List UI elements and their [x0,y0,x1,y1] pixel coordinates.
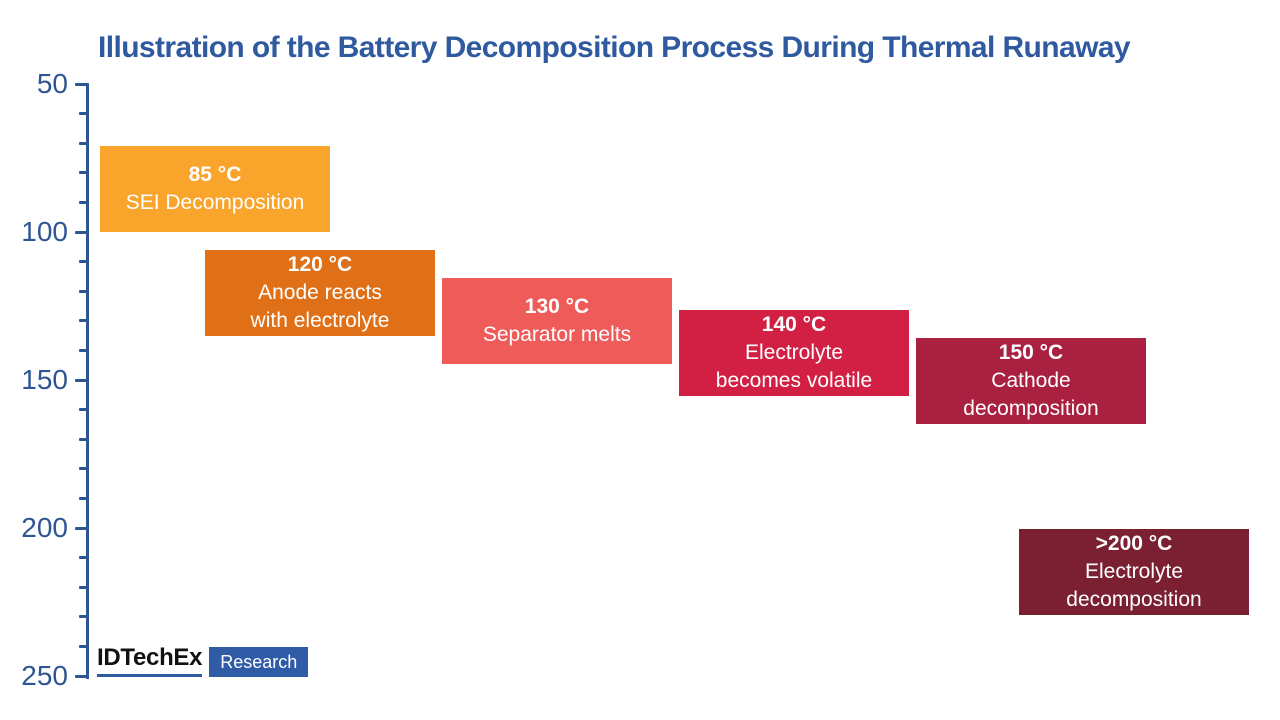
axis-minor-tick [79,408,89,412]
axis-minor-tick [79,644,89,648]
axis-minor-tick [79,348,89,352]
step-box: 120 °C Anode reacts with electrolyte [205,250,435,336]
axis-major-tick [75,526,89,530]
y-axis-line [86,84,89,679]
axis-minor-tick [79,171,89,175]
axis-major-tick [75,674,89,678]
step-box: 140 °C Electrolyte becomes volatile [679,310,909,396]
step-description-line: becomes volatile [715,369,873,392]
step-temp-label: 150 °C [998,341,1064,364]
axis-major-tick [75,82,89,86]
axis-tick-label: 150 [21,364,68,395]
step-description-line: decomposition [963,397,1099,420]
chart-title: Illustration of the Battery Decompositio… [98,31,1131,64]
step-description-line: Electrolyte [1084,560,1184,583]
axis-major-tick [75,230,89,234]
step-description-line: with electrolyte [250,309,390,332]
step-temp-label: 120 °C [287,253,353,276]
axis-minor-tick [79,112,89,116]
axis-tick-label: 50 [36,68,68,99]
step-box: 130 °C Separator melts [442,278,672,364]
step-box: 150 °C Cathode decomposition [916,338,1146,424]
step-box: >200 °C Electrolyte decomposition [1019,529,1249,615]
axis-tick-label: 100 [21,216,68,247]
axis-minor-tick [79,260,89,264]
step-temp-label: >200 °C [1095,532,1173,555]
step-description-line: Separator melts [482,323,632,346]
axis-minor-tick [79,319,89,323]
axis-minor-tick [79,289,89,293]
axis-tick-label: 200 [21,512,68,543]
axis-major-tick [75,378,89,382]
step-temp-label: 85 °C [188,163,242,186]
axis-minor-tick [79,585,89,589]
axis-tick-label: 250 [21,660,68,691]
axis-minor-tick [79,467,89,471]
step-temp-label: 130 °C [524,295,590,318]
step-description-line: SEI Decomposition [125,191,305,214]
axis-minor-tick [79,437,89,441]
idtechex-logo: IDTechEx Research [97,645,309,677]
step-temp-label: 140 °C [761,313,827,336]
step-description-line: decomposition [1066,588,1202,611]
logo-research-badge: Research [209,647,309,677]
step-box: 85 °C SEI Decomposition [100,146,330,232]
step-description-line: Cathode [991,369,1071,392]
step-description-line: Anode reacts [258,281,382,304]
axis-minor-tick [79,200,89,204]
axis-minor-tick [79,556,89,560]
step-description-line: Electrolyte [744,341,844,364]
axis-minor-tick [79,141,89,145]
axis-minor-tick [79,496,89,500]
logo-brand-text: IDTechEx [97,645,203,677]
axis-minor-tick [79,615,89,619]
